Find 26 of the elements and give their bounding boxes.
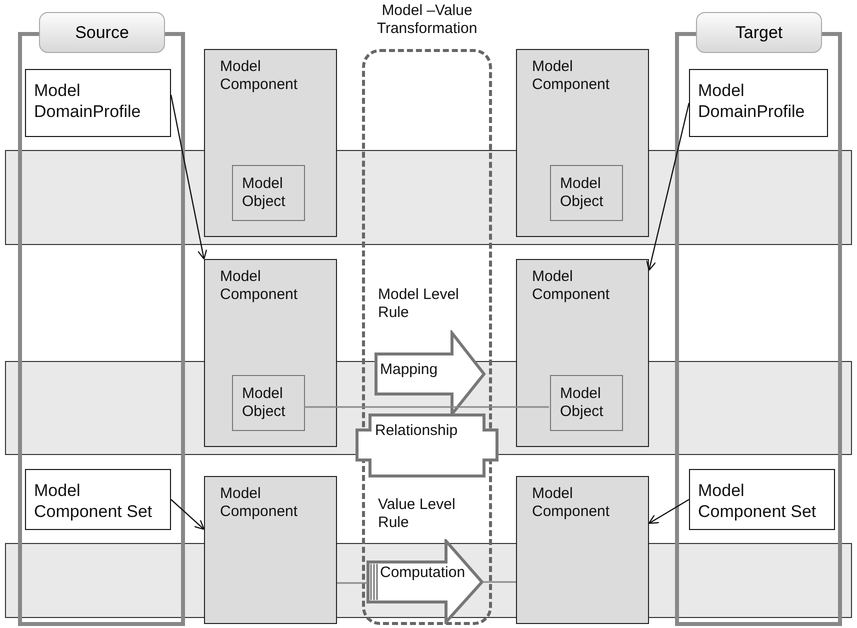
region-title: Model –Value Transformation (376, 2, 478, 39)
rule-label: Model Level Rule (378, 286, 460, 322)
component-box: Model Component Model Object (204, 49, 337, 237)
profile-box: Model Component Set (25, 469, 171, 530)
component-box: Model Component Model Object (516, 49, 649, 237)
relationship-shape: Relationship (355, 413, 499, 478)
column-tab: Target (696, 12, 822, 53)
connector-line (337, 582, 368, 584)
object-box: Model Object (550, 375, 623, 431)
component-box: Model Component Model Object (516, 259, 649, 447)
object-box: Model Object (232, 165, 305, 221)
rule-label: Value Level Rule (378, 496, 456, 532)
rule-shape: Mapping (372, 330, 488, 416)
object-box: Model Object (232, 375, 305, 431)
profile-box: Model Component Set (689, 469, 835, 530)
object-box: Model Object (550, 165, 623, 221)
arrow (170, 499, 205, 530)
column-tab: Source (39, 12, 165, 53)
connector-line (304, 406, 549, 408)
connector-line (482, 581, 516, 583)
component-box: Model Component (204, 476, 337, 624)
component-box: Model Component (516, 476, 649, 624)
rule-shape: Computation (364, 539, 486, 624)
component-box: Model Component Model Object (204, 259, 337, 447)
profile-box: Model DomainProfile (689, 69, 828, 137)
profile-box: Model DomainProfile (25, 69, 171, 137)
